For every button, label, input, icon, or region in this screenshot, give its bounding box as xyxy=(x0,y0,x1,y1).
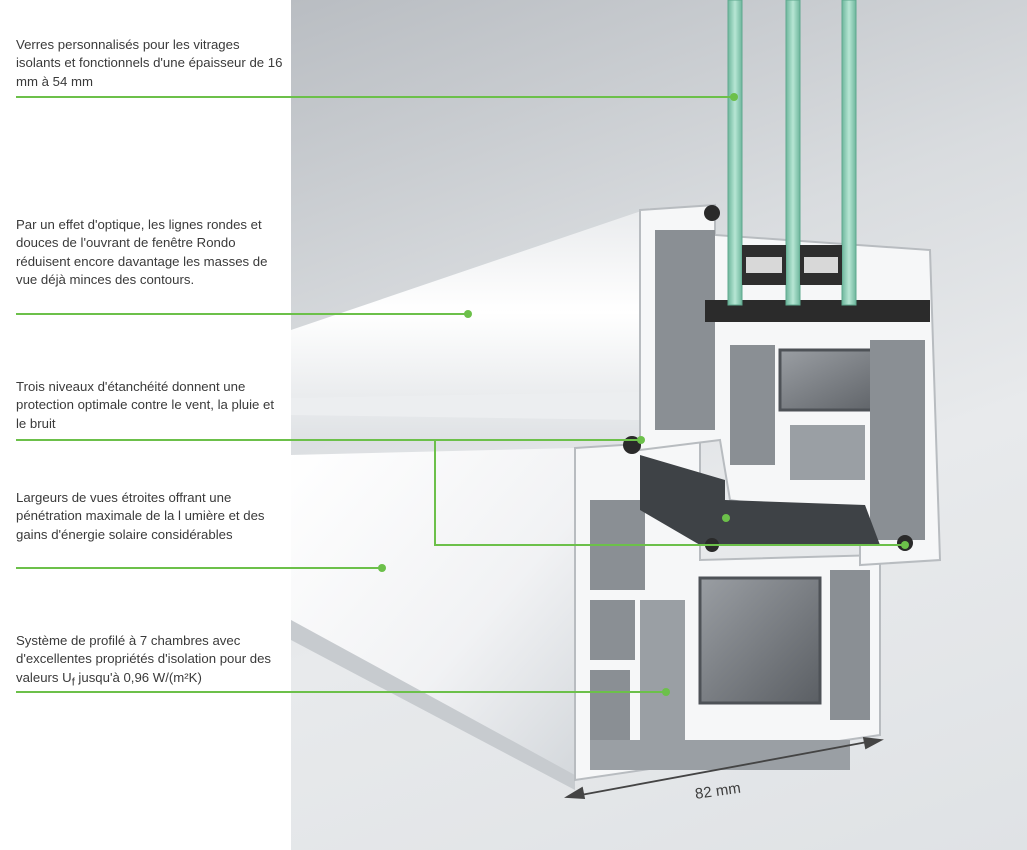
dimension-arrow xyxy=(564,736,884,799)
leader-line-seals-branch xyxy=(434,440,905,546)
leader-dot xyxy=(722,514,730,522)
callout-rounded-lines: Par un effet d'optique, les lignes ronde… xyxy=(16,217,268,287)
glass-pane-inner xyxy=(841,0,857,306)
sash-chamber xyxy=(870,340,925,540)
desiccant xyxy=(804,257,838,273)
sash-profile-body xyxy=(291,208,650,440)
sash-profile-groove xyxy=(291,392,640,420)
callout-seals: Trois niveaux d'étanchéité donnent une p… xyxy=(16,379,275,431)
leader-dot xyxy=(901,541,909,549)
frame-chamber xyxy=(830,570,870,720)
sash-chamber xyxy=(730,345,775,465)
callout-chambers-value: jusqu'à 0,96 W/(m²K) xyxy=(74,669,202,685)
glass-pane-middle xyxy=(785,0,801,306)
seal-gasket xyxy=(704,205,720,221)
leader-dot xyxy=(464,310,472,318)
leader-dot xyxy=(378,564,386,572)
frame-profile-shadow xyxy=(291,620,575,790)
frame-steel-reinforcement xyxy=(698,576,822,705)
leader-lines xyxy=(16,96,905,693)
leader-dot xyxy=(637,436,645,444)
glass-pane-outer xyxy=(727,0,743,306)
callout-chambers-text: Système de profilé à 7 chambres avec d'e… xyxy=(16,633,272,685)
sash-inner-channel xyxy=(640,455,880,545)
leader-dot xyxy=(730,93,738,101)
callout-glazing: Verres personnalisés pour les vitrages i… xyxy=(16,37,283,89)
desiccant xyxy=(746,257,782,273)
leader-endpoints xyxy=(378,93,909,696)
callout-narrow-sightlines: Largeurs de vues étroites offrant une pé… xyxy=(16,490,265,542)
sash-chamber xyxy=(655,230,715,430)
frame-chamber xyxy=(590,600,635,660)
frame-profile-body xyxy=(291,448,575,775)
frame-chamber xyxy=(640,600,685,740)
sash-chamber xyxy=(790,425,865,480)
u-value-subscript: f xyxy=(71,676,75,689)
glass-bead xyxy=(705,300,930,322)
leader-dot xyxy=(662,688,670,696)
callout-chambers: Système de profilé à 7 chambres avec d'e… xyxy=(16,632,286,692)
frame-chamber xyxy=(590,740,850,770)
